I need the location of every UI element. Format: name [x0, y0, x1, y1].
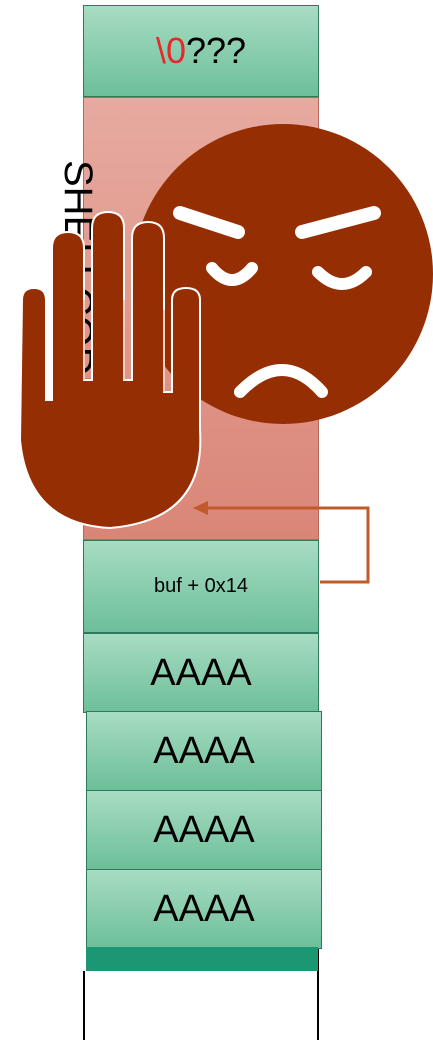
angry-face-icon: [133, 124, 433, 424]
padding-label-4: AAAA: [153, 887, 255, 930]
stack-bottom-bar: [86, 947, 318, 971]
padding-label-3: AAAA: [153, 808, 255, 851]
unknown-bytes: ???: [185, 30, 247, 71]
padding-cell-2: AAAA: [86, 711, 322, 791]
pointer-arrow-icon: [193, 501, 370, 584]
stop-hand-icon: [18, 210, 202, 530]
return-address-cell: buf + 0x14: [83, 540, 319, 633]
padding-label-1: AAAA: [150, 651, 252, 694]
padding-cell-1: AAAA: [83, 633, 319, 713]
padding-label-2: AAAA: [153, 729, 255, 772]
null-byte: \0: [155, 30, 186, 71]
return-address-label: buf + 0x14: [154, 575, 248, 597]
stack-border-left: [83, 971, 85, 1040]
stack-cell-top: \0???: [83, 5, 319, 97]
padding-cell-3: AAAA: [86, 790, 322, 870]
